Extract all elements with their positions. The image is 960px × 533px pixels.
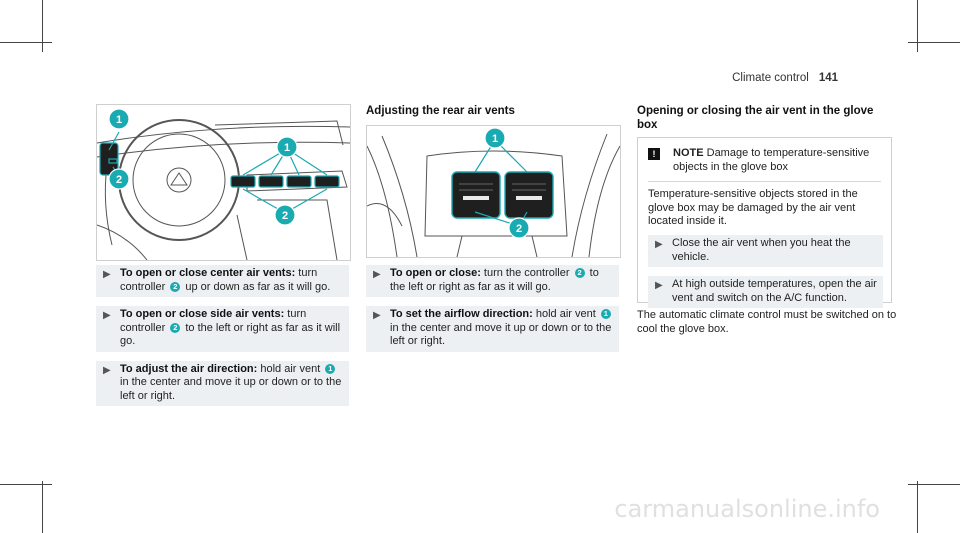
rear-vents-illustration: 1 2 — [367, 127, 620, 257]
callout-ref: 1 — [600, 309, 611, 319]
arrow-icon: ▶ — [655, 280, 663, 291]
callout-ref: 2 — [574, 268, 585, 278]
note-header: ! NOTE Damage to temperature-sensitive o… — [648, 147, 883, 174]
dashboard-illustration: 1 2 1 2 — [97, 108, 350, 260]
svg-text:1: 1 — [116, 114, 122, 126]
arrow-icon: ▶ — [103, 364, 111, 376]
note-label: NOTE — [673, 147, 704, 159]
crop-mark — [0, 42, 52, 43]
arrow-icon: ▶ — [373, 310, 381, 321]
step-side-vents: ▶To open or close side air vents: turn c… — [96, 306, 349, 352]
crop-mark — [917, 481, 918, 533]
svg-text:2: 2 — [516, 223, 522, 235]
crop-mark — [42, 0, 43, 52]
crop-mark — [0, 484, 52, 485]
watermark: carmanualsonline.info — [614, 495, 880, 523]
note-box: ! NOTE Damage to temperature-sensitive o… — [637, 137, 892, 308]
callout-ref: 2 — [170, 281, 181, 292]
step-rear-airflow: ▶To set the airflow direction: hold air … — [366, 306, 619, 352]
callout-ref: 1 — [325, 363, 336, 374]
arrow-icon: ▶ — [103, 310, 111, 321]
note-body: Temperature-sensitive objects stored in … — [648, 188, 858, 227]
note-steps: ▶Close the air vent when you heat the ve… — [648, 235, 883, 317]
step-center-vents: ▶To open or close center air vents: turn… — [96, 265, 349, 297]
middle-steps: ▶To open or close: turn the controller 2… — [366, 265, 619, 361]
warning-icon: ! — [648, 148, 660, 160]
arrow-icon: ▶ — [373, 269, 381, 280]
svg-text:1: 1 — [284, 142, 290, 154]
arrow-icon: ▶ — [103, 269, 111, 280]
callout-2-center: 2 — [274, 204, 296, 226]
divider — [648, 181, 881, 182]
svg-text:2: 2 — [282, 210, 288, 222]
left-steps: ▶To open or close center air vents: turn… — [96, 265, 349, 415]
heading-rear-vents: Adjusting the rear air vents — [366, 105, 515, 117]
crop-mark — [42, 481, 43, 533]
running-header: Climate control 141 — [732, 72, 838, 84]
crop-mark — [908, 42, 960, 43]
callout-1-center: 1 — [276, 136, 298, 158]
callout-ref: 2 — [170, 322, 181, 333]
note-step: ▶Close the air vent when you heat the ve… — [648, 235, 883, 267]
callout-2-left: 2 — [108, 168, 130, 190]
callout-2-rear: 2 — [508, 217, 530, 239]
note-step: ▶At high outside temperatures, open the … — [648, 276, 883, 308]
callout-1-rear: 1 — [484, 127, 506, 149]
step-rear-open-close: ▶To open or close: turn the controller 2… — [366, 265, 619, 297]
glove-box-paragraph: The automatic climate control must be sw… — [637, 309, 897, 335]
arrow-icon: ▶ — [655, 239, 663, 250]
svg-text:2: 2 — [116, 174, 122, 186]
crop-mark — [917, 0, 918, 52]
step-air-direction: ▶To adjust the air direction: hold air v… — [96, 360, 349, 406]
section-title: Climate control — [732, 72, 809, 84]
heading-glove-box: Opening or closing the air vent in the g… — [637, 105, 874, 131]
svg-text:1: 1 — [492, 133, 498, 145]
figure-dashboard-vents: 1 2 1 2 — [96, 104, 351, 261]
crop-mark — [908, 484, 960, 485]
callout-1-left: 1 — [108, 108, 130, 130]
note-title: Damage to temperature-sensitive objects … — [673, 147, 870, 173]
page-number: 141 — [818, 72, 838, 84]
figure-rear-vents: 1 2 — [366, 125, 621, 258]
